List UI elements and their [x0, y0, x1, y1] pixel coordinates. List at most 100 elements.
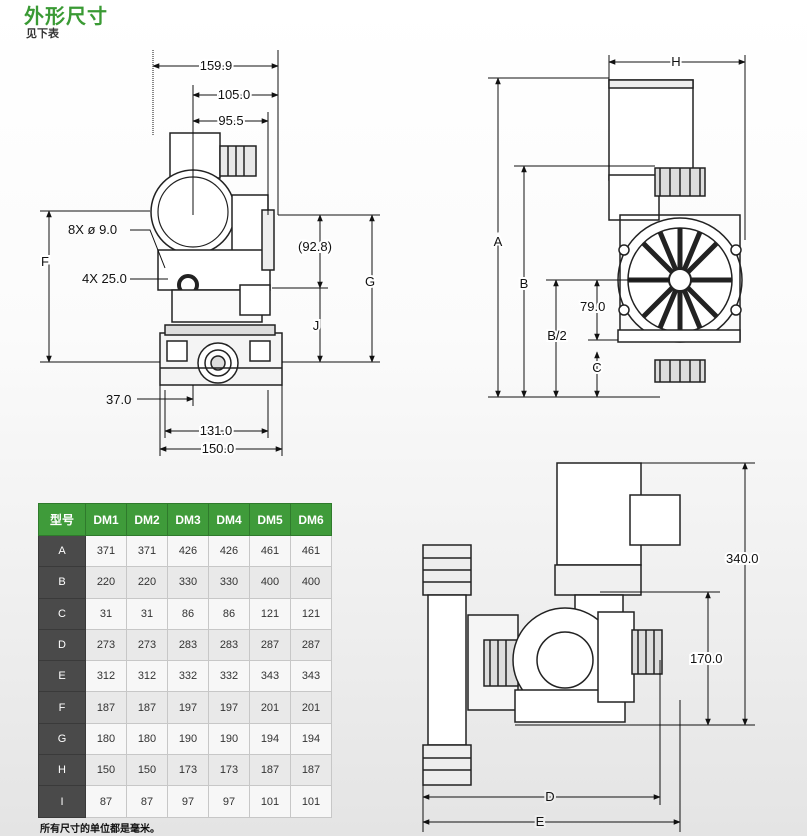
table-cell: 426: [208, 534, 250, 568]
dim-label-f: F: [41, 254, 49, 269]
top-view-dimensions: [422, 462, 755, 832]
dim-holes: 8X ø 9.0: [68, 222, 117, 237]
row-label: D: [38, 628, 86, 662]
table-cell: 97: [167, 785, 209, 818]
table-cell: 332: [208, 660, 250, 693]
page-title: 外形尺寸: [24, 4, 108, 28]
table-cell: 371: [126, 534, 168, 568]
table-cell: 201: [290, 691, 332, 724]
side-view-drawing: [608, 79, 743, 383]
table-cell: 150: [126, 754, 168, 787]
dim-79: 79.0: [580, 299, 605, 314]
row-label: G: [38, 722, 86, 756]
table-cell: 180: [85, 722, 127, 756]
front-view-dimensions: [40, 50, 380, 456]
row-label: I: [38, 785, 86, 818]
table-cell: 173: [208, 754, 250, 787]
table-cell: 371: [85, 534, 127, 568]
table-cell: 312: [126, 660, 168, 693]
side-view-dimensions: [488, 55, 746, 398]
page-subtitle: 见下表: [26, 27, 59, 40]
table-cell: 190: [167, 722, 209, 756]
model-header: DM2: [126, 503, 168, 536]
table-cell: 190: [208, 722, 250, 756]
dim-width-small: 95.5: [218, 113, 243, 128]
table-row: B 220 220 330 330 400 400: [38, 566, 332, 599]
table-cell: 400: [249, 566, 291, 599]
table-cell: 283: [167, 628, 209, 662]
dim-slot: 4X 25.0: [82, 271, 127, 286]
table-cell: 461: [249, 534, 291, 568]
units-footnote: 所有尺寸的单位都是毫米。: [40, 824, 160, 835]
table-cell: 330: [208, 566, 250, 599]
table-cell: 197: [208, 691, 250, 724]
table-cell: 87: [126, 785, 168, 818]
table-cell: 101: [290, 785, 332, 818]
model-header: DM5: [249, 503, 291, 536]
table-cell: 187: [85, 691, 127, 724]
table-cell: 201: [249, 691, 291, 724]
row-label: F: [38, 691, 86, 724]
model-header: DM3: [167, 503, 209, 536]
dim-offset: (92.8): [298, 239, 332, 254]
table-cell: 400: [290, 566, 332, 599]
table-cell: 87: [85, 785, 127, 818]
side-view-labels: H A B B/2 C 79.0: [492, 52, 683, 377]
dim-height-mid: 170.0: [690, 651, 723, 666]
row-label: B: [38, 566, 86, 599]
table-cell: 97: [208, 785, 250, 818]
table-cell: 187: [249, 754, 291, 787]
model-header: DM1: [85, 503, 127, 536]
model-header: DM4: [208, 503, 250, 536]
table-header-row: 型号 DM1 DM2 DM3 DM4 DM5 DM6: [38, 503, 332, 536]
dim-label-a: A: [494, 234, 503, 249]
table-cell: 194: [290, 722, 332, 756]
table-cell: 343: [290, 660, 332, 693]
table-cell: 287: [290, 628, 332, 662]
dim-label-c: C: [592, 360, 601, 375]
model-header: DM6: [290, 503, 332, 536]
table-cell: 287: [249, 628, 291, 662]
table-cell: 461: [290, 534, 332, 568]
table-row: H 150 150 173 173 187 187: [38, 754, 332, 787]
top-view-labels: 340.0 170.0 D E: [534, 549, 761, 831]
table-cell: 220: [126, 566, 168, 599]
dim-label-j: J: [313, 318, 320, 333]
table-cell: 426: [167, 534, 209, 568]
table-cell: 343: [249, 660, 291, 693]
table-cell: 332: [167, 660, 209, 693]
table-cell: 312: [85, 660, 127, 693]
table-cell: 180: [126, 722, 168, 756]
table-cell: 101: [249, 785, 291, 818]
table-cell: 283: [208, 628, 250, 662]
table-cell: 150: [85, 754, 127, 787]
dim-left-offset: 37.0: [106, 392, 131, 407]
table-cell: 86: [208, 597, 250, 630]
table-cell: 86: [167, 597, 209, 630]
table-row: C 31 31 86 86 121 121: [38, 597, 332, 630]
table-cell: 121: [290, 597, 332, 630]
table-cell: 31: [85, 597, 127, 630]
row-label: H: [38, 754, 86, 787]
table-cell: 273: [85, 628, 127, 662]
row-label: C: [38, 597, 86, 630]
dim-base-inner: 131.0: [200, 423, 233, 438]
table-cell: 197: [167, 691, 209, 724]
table-cell: 121: [249, 597, 291, 630]
front-view-drawing: [150, 132, 283, 386]
dim-label-b2: B/2: [547, 328, 567, 343]
table-cell: 187: [290, 754, 332, 787]
front-view-labels: 159.9 105.0 95.5 8X ø 9.0 4X 25.0 (92.8)…: [39, 56, 377, 458]
table-cell: 173: [167, 754, 209, 787]
table-row: D 273 273 283 283 287 287: [38, 628, 332, 662]
dim-width-top: 159.9: [200, 58, 233, 73]
dim-height-total: 340.0: [726, 551, 759, 566]
dim-label-b: B: [520, 276, 529, 291]
dim-label-g: G: [365, 274, 375, 289]
table-row: A 371 371 426 426 461 461: [38, 534, 332, 568]
dimension-table: 型号 DM1 DM2 DM3 DM4 DM5 DM6 A 371 371 426…: [38, 503, 332, 818]
table-row: E 312 312 332 332 343 343: [38, 660, 332, 693]
dim-width-mid: 105.0: [218, 87, 251, 102]
dim-base-outer: 150.0: [202, 441, 235, 456]
table-row: F 187 187 197 197 201 201: [38, 691, 332, 724]
